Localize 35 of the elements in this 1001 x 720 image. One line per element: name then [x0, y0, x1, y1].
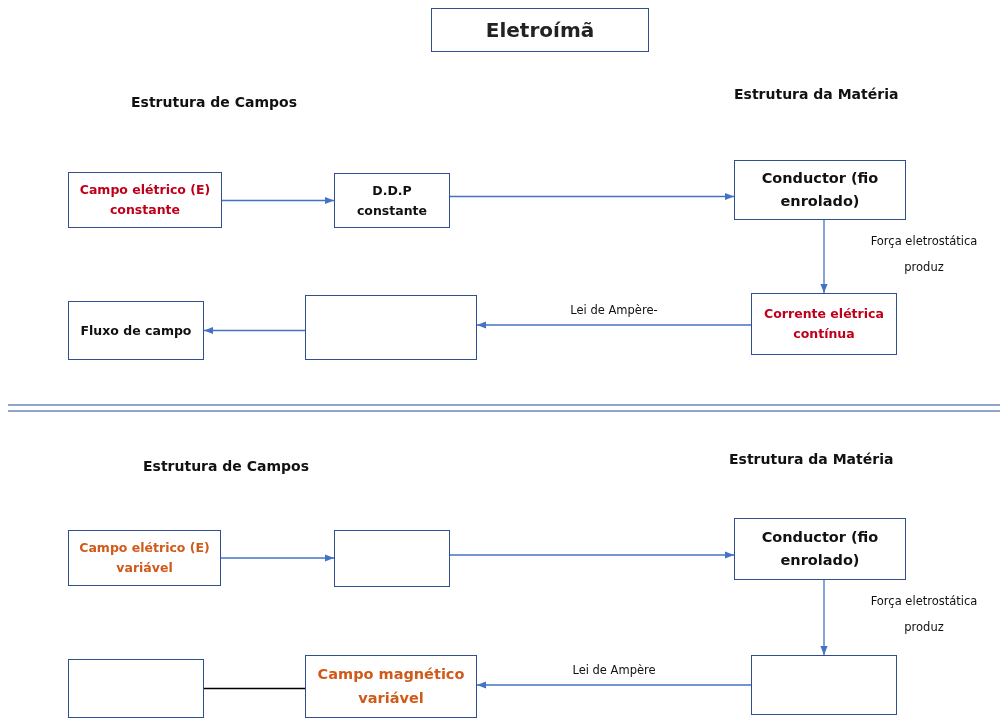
process-box [734, 518, 906, 580]
arrow [820, 219, 828, 294]
process-box [305, 655, 477, 718]
process-box [68, 530, 221, 586]
empty-box [751, 655, 897, 715]
process-box [68, 301, 204, 360]
box-text: Corrente elétrica contínua [763, 305, 885, 343]
arrow [449, 551, 735, 559]
section-heading: Estrutura de Campos [131, 94, 298, 110]
arrow [820, 579, 828, 656]
process-box [734, 160, 906, 220]
box-text: Campo elétrico (E) constante [78, 181, 212, 219]
connector-line [203, 687, 306, 690]
arrow [203, 326, 306, 335]
empty-box [305, 295, 477, 360]
arrow [220, 554, 335, 562]
process-box [751, 293, 897, 355]
empty-box [334, 530, 450, 587]
section-heading: Estrutura da Matéria [729, 451, 894, 467]
process-box [68, 172, 222, 228]
arrow [476, 321, 752, 329]
arrow [449, 192, 735, 201]
section-heading: Estrutura de Campos [143, 458, 310, 474]
arrow [221, 196, 335, 205]
title-box: Eletroímã [431, 8, 649, 52]
box-text: Campo elétrico (E) variável [78, 539, 211, 577]
arrow [476, 681, 752, 689]
box-text: Fluxo de campo [80, 321, 192, 340]
box-text: Conductor (fio enrolado) [760, 168, 880, 211]
box-text: D.D.P constante [355, 181, 429, 220]
empty-box [68, 659, 204, 718]
section-heading: Estrutura da Matéria [734, 86, 899, 102]
box-text: Conductor (fio enrolado) [760, 527, 880, 570]
process-box [334, 173, 450, 228]
box-text: Campo magnético variável [316, 665, 466, 708]
